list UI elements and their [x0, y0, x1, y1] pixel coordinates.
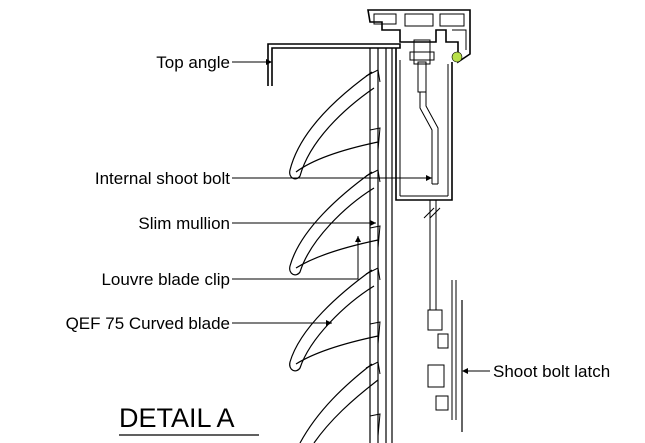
shoot-bolt-housing [395, 39, 453, 310]
top-angle [267, 43, 401, 86]
leader-lines [232, 59, 490, 374]
curved-blade [299, 361, 381, 443]
curved-blade [289, 267, 381, 372]
latch-assembly [427, 280, 463, 432]
label-top-angle: Top angle [156, 53, 230, 72]
label-louvre-blade-clip: Louvre blade clip [101, 270, 230, 289]
curved-blade [289, 169, 381, 276]
label-shoot-bolt-latch: Shoot bolt latch [493, 362, 610, 381]
label-internal-shoot-bolt: Internal shoot bolt [95, 169, 230, 188]
header-profile [367, 9, 471, 64]
label-slim-mullion: Slim mullion [138, 214, 230, 233]
mullion-lines [369, 48, 393, 443]
curved-blade [289, 69, 381, 180]
detail-title: DETAIL A [119, 403, 235, 433]
louvre-blades [289, 69, 381, 443]
seal-marker [451, 51, 463, 63]
label-curved-blade: QEF 75 Curved blade [66, 314, 230, 333]
